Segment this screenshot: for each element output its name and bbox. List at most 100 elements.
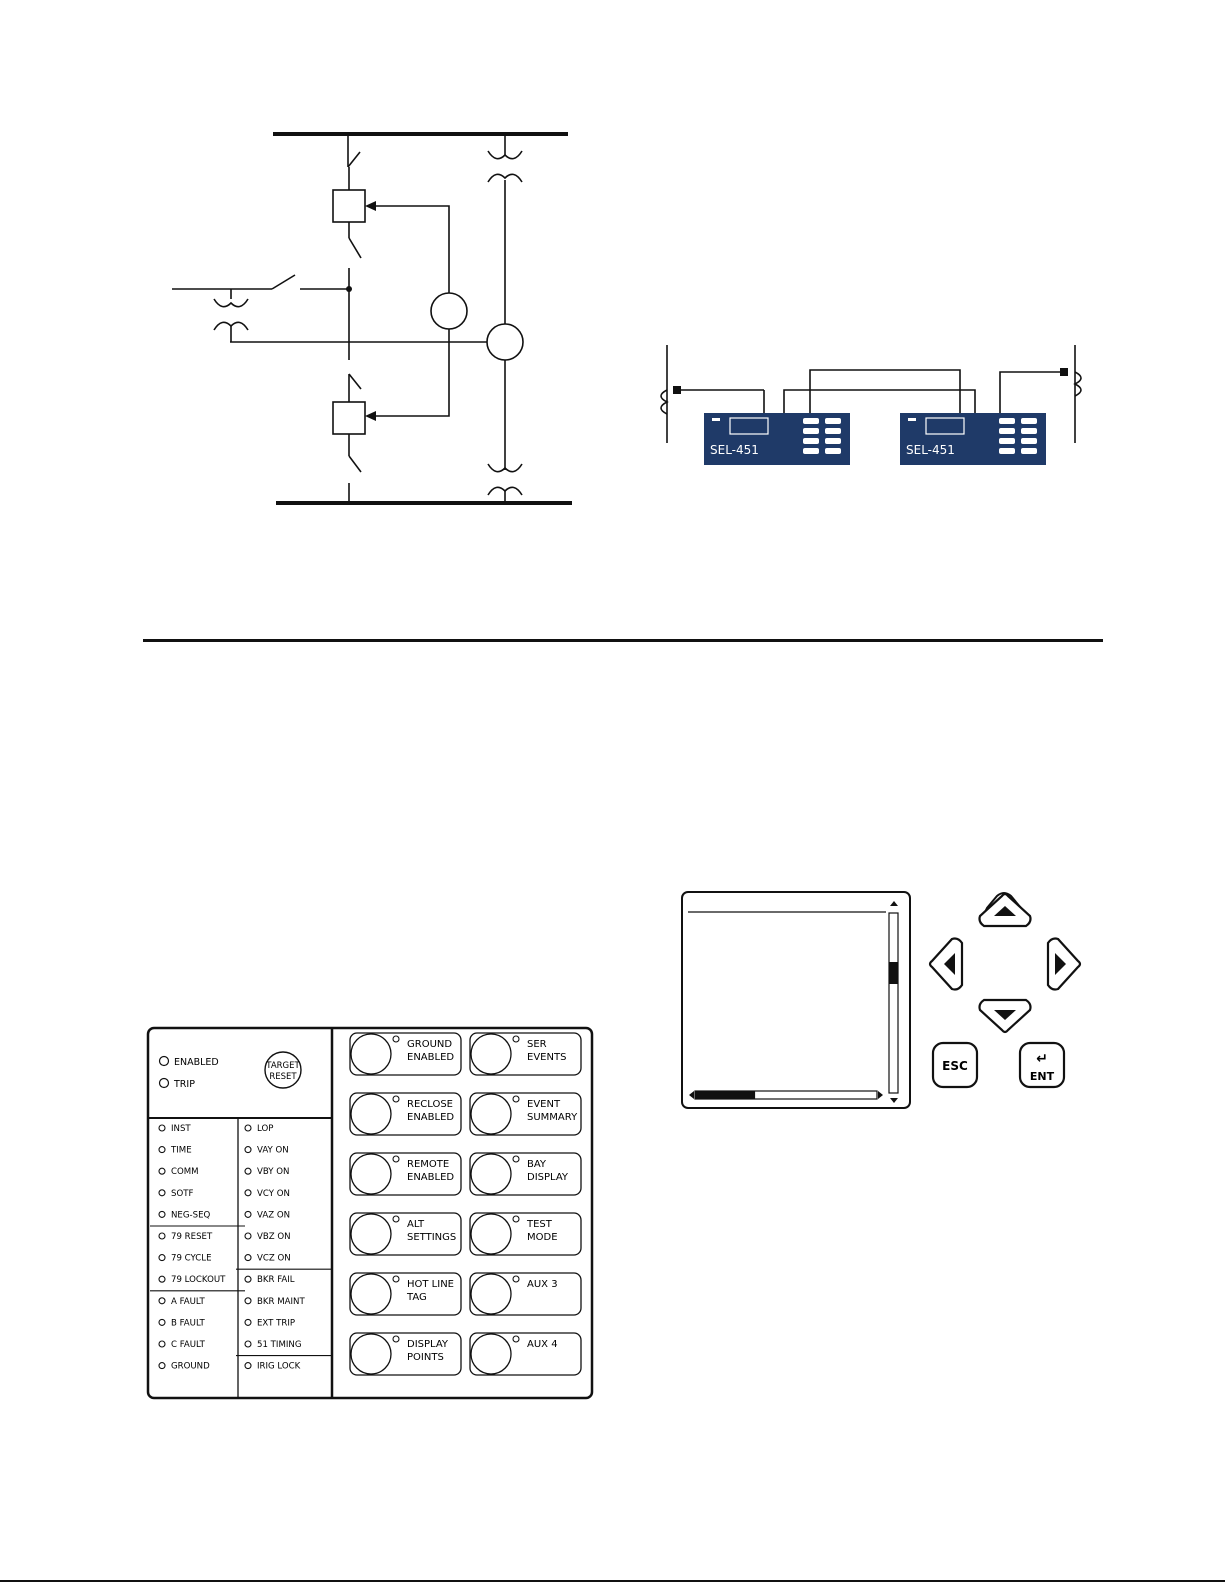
- right-relay-logo: [908, 418, 916, 421]
- right-relay-buttons: [999, 418, 1037, 454]
- pushbutton-face: [470, 1033, 512, 1075]
- pushbutton-ser-events[interactable]: SER EVENTS: [469, 1032, 582, 1076]
- right-ct-coil: [1073, 371, 1082, 397]
- feeder-switch-blade: [271, 274, 296, 290]
- pushbutton-label-2: DISPLAY: [527, 1172, 569, 1183]
- scroll-down-icon: [890, 1098, 898, 1103]
- relay-indicator: [803, 448, 819, 454]
- svg-text:ENABLED: ENABLED: [174, 1057, 219, 1068]
- pushbutton-face: [470, 1273, 512, 1315]
- relay-indicator: [803, 418, 819, 424]
- relay-indicator: [825, 448, 841, 454]
- pushbutton-label-2: EVENTS: [527, 1052, 566, 1063]
- pushbutton-led: [392, 1215, 400, 1223]
- svg-text:LOP: LOP: [257, 1124, 273, 1134]
- pushbutton-face: [350, 1153, 392, 1195]
- section-divider: [143, 639, 1103, 642]
- led-ground: GROUND: [158, 1362, 210, 1372]
- svg-text:INST: INST: [171, 1124, 191, 1134]
- svg-text:BKR FAIL: BKR FAIL: [257, 1275, 295, 1285]
- relay-indicator: [825, 418, 841, 424]
- relay-indicator: [999, 418, 1015, 424]
- upper-lower-disconnect-blade: [348, 237, 362, 259]
- relay-indicator: [803, 428, 819, 434]
- left-relay-buttons: [803, 418, 841, 454]
- pushbutton-label-2: SUMMARY: [527, 1112, 578, 1123]
- upper-trip-arrow: [365, 201, 376, 211]
- left-relay-label: SEL-451: [710, 443, 759, 457]
- vertical-scroll-thumb[interactable]: [889, 962, 898, 984]
- svg-text:TARGET: TARGET: [265, 1061, 300, 1071]
- pushbutton-face: [350, 1333, 392, 1375]
- pushbutton-face: [470, 1093, 512, 1135]
- lcd-and-navigation: ESC ↵ ENT: [681, 891, 1082, 1109]
- led-lop: LOP: [244, 1124, 273, 1134]
- status-led-enabled: ENABLED: [158, 1055, 219, 1068]
- left-ct-marker: [673, 386, 681, 394]
- right-arrow-icon: [1055, 953, 1066, 975]
- led-ext-trip: EXT TRIP: [244, 1318, 295, 1328]
- one-line-diagram: [172, 132, 572, 505]
- relay-indicator: [1021, 438, 1037, 444]
- led-vaz-on: VAZ ON: [244, 1210, 290, 1220]
- pushbutton-aux-3[interactable]: AUX 3: [469, 1272, 582, 1316]
- relay-circle-large: [486, 323, 524, 361]
- scroll-left-icon: [689, 1091, 694, 1099]
- led-vbz-on: VBZ ON: [244, 1232, 291, 1242]
- target-reset-button[interactable]: TARGET RESET: [264, 1051, 302, 1089]
- pushbutton-label-1: AUX 4: [527, 1339, 558, 1350]
- vertical-scrollbar[interactable]: [888, 912, 899, 1094]
- pushbutton-led: [512, 1155, 520, 1163]
- pushbutton-label-2: POINTS: [407, 1352, 444, 1363]
- led-79-reset: 79 RESET: [158, 1232, 213, 1242]
- svg-text:VCZ ON: VCZ ON: [257, 1254, 291, 1264]
- pushbutton-label-1: SER: [527, 1039, 547, 1050]
- relay-indicator: [825, 438, 841, 444]
- horizontal-scroll-thumb[interactable]: [695, 1091, 756, 1099]
- relay-indicator: [1021, 418, 1037, 424]
- left-relay-lcd: [729, 417, 769, 435]
- svg-text:COMM: COMM: [171, 1167, 199, 1177]
- led-vcz-on: VCZ ON: [244, 1254, 291, 1264]
- svg-text:VBZ ON: VBZ ON: [257, 1232, 291, 1242]
- led-a-fault: A FAULT: [158, 1297, 206, 1307]
- pushbutton-aux-4[interactable]: AUX 4: [469, 1332, 582, 1376]
- pushbutton-label-2: TAG: [406, 1292, 427, 1303]
- svg-text:TIME: TIME: [170, 1146, 192, 1156]
- lower-trip-arrow: [365, 411, 376, 421]
- enter-icon: ↵: [1036, 1051, 1048, 1067]
- relay-indicator: [999, 428, 1015, 434]
- relay-indicator: [1021, 428, 1037, 434]
- pushbutton-label-1: ALT: [407, 1219, 425, 1230]
- upper-pt-coil-bottom: [487, 173, 523, 183]
- pushbutton-led: [392, 1275, 400, 1283]
- pushbutton-led: [512, 1335, 520, 1343]
- pushbutton-led: [392, 1035, 400, 1043]
- led-bkr-fail: BKR FAIL: [244, 1275, 295, 1285]
- pushbutton-label-1: AUX 3: [527, 1279, 558, 1290]
- led-79-cycle: 79 CYCLE: [158, 1254, 212, 1264]
- scroll-up-icon: [890, 901, 898, 906]
- svg-text:EXT TRIP: EXT TRIP: [257, 1318, 295, 1328]
- svg-text:79 LOCKOUT: 79 LOCKOUT: [171, 1275, 226, 1285]
- led-vcy-on: VCY ON: [244, 1189, 290, 1199]
- svg-text:79 CYCLE: 79 CYCLE: [171, 1254, 212, 1264]
- esc-button[interactable]: ESC: [931, 1041, 979, 1089]
- led-b-fault: B FAULT: [158, 1318, 206, 1328]
- enter-button[interactable]: ↵ ENT: [1018, 1041, 1066, 1089]
- led-time: TIME: [158, 1146, 192, 1156]
- relay-indicator: [803, 438, 819, 444]
- pushbutton-led: [512, 1215, 520, 1223]
- svg-text:A FAULT: A FAULT: [171, 1297, 206, 1307]
- pushbutton-face: [350, 1273, 392, 1315]
